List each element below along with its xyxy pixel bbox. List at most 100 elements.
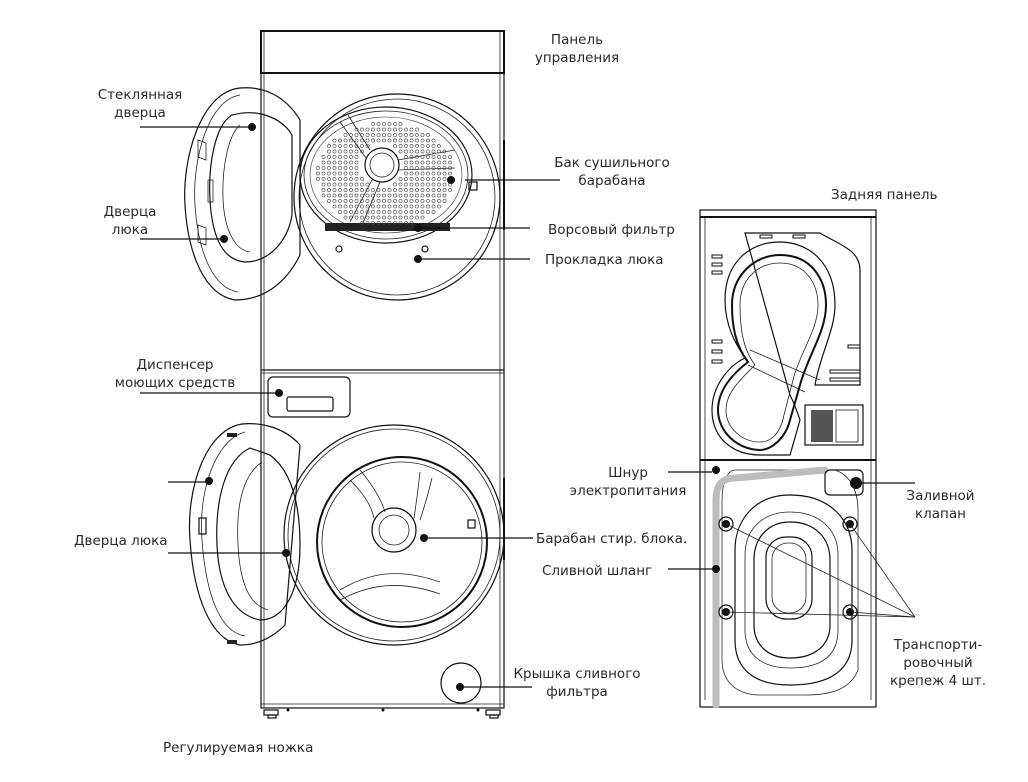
perforation-hole (426, 133, 430, 137)
label-line: Заливной (906, 488, 975, 504)
perforation-hole (398, 149, 403, 154)
perforation-hole (404, 133, 408, 137)
label-dryer-drum: Бак сушильного барабана (552, 154, 672, 190)
perforation-hole (321, 166, 326, 170)
perforation-hole (404, 210, 408, 214)
perforation-hole (354, 193, 359, 198)
perforation-hole (354, 155, 359, 159)
perforation-hole (360, 221, 364, 225)
drain-filter-cover (440, 662, 482, 704)
label-line: Диспенсер (136, 357, 214, 373)
perforation-hole (426, 160, 430, 165)
perforation-hole (360, 182, 364, 187)
perforation-hole (338, 171, 342, 176)
perforation-hole (321, 160, 326, 165)
perforation-hole (376, 133, 381, 137)
perforation-hole (354, 138, 359, 143)
perforation-hole (365, 193, 370, 198)
perforation-hole (409, 193, 414, 198)
perforation-hole (371, 188, 375, 192)
perforation-hole (415, 171, 419, 176)
perforation-hole (371, 215, 375, 220)
perforation-hole (398, 221, 403, 225)
perforation-hole (409, 144, 414, 148)
perforation-hole (376, 122, 381, 126)
perforation-hole (371, 193, 375, 198)
perforation-hole (398, 215, 403, 220)
perforation-hole (360, 188, 364, 192)
label-washer-door: Дверца люка (74, 533, 168, 549)
perforation-hole (338, 149, 342, 154)
perforation-hole (420, 138, 425, 143)
perforation-hole (431, 177, 436, 181)
perforation-hole (426, 149, 430, 154)
perforation-hole (398, 188, 403, 192)
perforation-hole (349, 149, 353, 154)
perforation-hole (354, 215, 359, 220)
perforation-hole (415, 127, 419, 132)
perforation-hole (426, 166, 430, 170)
perforation-hole (338, 155, 342, 159)
perforation-hole (393, 215, 397, 220)
label-line: клапан (915, 506, 966, 522)
perforation-hole (426, 177, 430, 181)
perforation-hole (365, 210, 370, 214)
perforation-hole (448, 166, 452, 170)
perforation-hole (338, 210, 342, 214)
perforation-hole (354, 182, 359, 187)
perforation-hole (415, 138, 419, 143)
perforation-hole (354, 144, 359, 148)
perforation-hole (415, 215, 419, 220)
perforation-hole (426, 138, 430, 143)
perforation-hole (448, 171, 452, 176)
perforation-hole (338, 160, 342, 165)
perforation-hole (371, 199, 375, 203)
perforation-hole (382, 138, 386, 143)
label-transport-bolts: Транспорти- ровочный крепеж 4 шт. (888, 636, 988, 690)
perforation-hole (387, 133, 392, 137)
rear-cabinet (699, 209, 877, 708)
perforation-hole (404, 221, 408, 225)
label-line: барабана (578, 173, 646, 189)
perforation-hole (349, 215, 353, 220)
washer-door (188, 423, 301, 646)
perforation-hole (404, 177, 408, 181)
perforation-hole (349, 160, 353, 165)
perforation-hole (415, 188, 419, 192)
perforation-hole (442, 193, 447, 198)
perforation-hole (387, 204, 392, 209)
perforation-hole (398, 193, 403, 198)
perforation-hole (365, 188, 370, 192)
perforation-hole (404, 193, 408, 198)
perforation-hole (382, 221, 386, 225)
label-detergent-dispenser: Диспенсер моющих средств (105, 356, 245, 392)
perforation-hole (343, 160, 348, 165)
perforation-hole (332, 138, 337, 143)
perforation-hole (365, 204, 370, 209)
perforation-hole (354, 127, 359, 132)
perforation-hole (338, 182, 342, 187)
perforation-hole (437, 204, 441, 209)
perforation-hole (437, 182, 441, 187)
perforation-hole (343, 177, 348, 181)
perforation-hole (404, 155, 408, 159)
perforation-hole (343, 133, 348, 137)
perforation-hole (354, 188, 359, 192)
dryer-door (184, 87, 301, 301)
perforation-hole (415, 182, 419, 187)
perforation-hole (448, 155, 452, 159)
perforation-hole (382, 199, 386, 203)
perforation-hole (431, 149, 436, 154)
perforation-hole (431, 193, 436, 198)
dryer-door-opening (293, 93, 501, 301)
perforation-hole (365, 221, 370, 225)
perforation-hole (338, 138, 342, 143)
perforation-hole (404, 188, 408, 192)
perforation-hole (426, 171, 430, 176)
label-drain-hose: Сливной шланг (542, 563, 653, 579)
perforation-hole (431, 188, 436, 192)
perforation-hole (398, 144, 403, 148)
perforation-hole (448, 160, 452, 165)
perforation-hole (349, 193, 353, 198)
perforation-hole (442, 182, 447, 187)
